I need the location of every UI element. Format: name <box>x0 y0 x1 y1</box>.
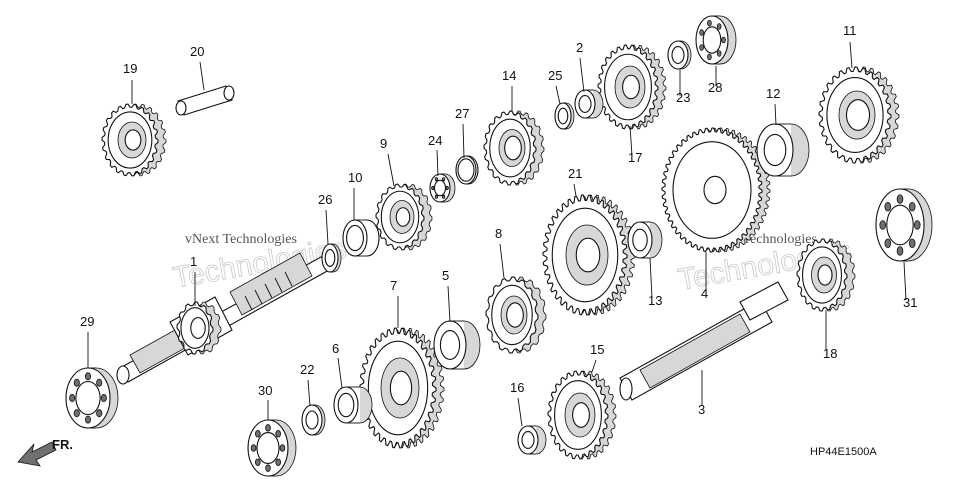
part-label-14: 14 <box>502 68 516 83</box>
part-label-30: 30 <box>258 383 272 398</box>
front-direction-arrow: FR. <box>17 437 73 467</box>
part-label-20: 20 <box>190 44 204 59</box>
leader-line-2 <box>579 57 585 93</box>
part-label-16: 16 <box>510 380 524 395</box>
bearing-31 <box>875 188 933 262</box>
leader-line-22 <box>307 379 311 407</box>
bearing-29 <box>65 367 119 429</box>
gear-17 <box>597 44 667 130</box>
part-label-4: 4 <box>701 286 708 301</box>
watermark-text-left: vNext Technologies <box>185 232 297 247</box>
washer-22 <box>301 404 326 436</box>
washer-23 <box>667 40 692 70</box>
leader-line-5 <box>447 285 451 323</box>
leader-line-12 <box>774 103 777 126</box>
part-label-21: 21 <box>568 166 582 181</box>
part-label-17: 17 <box>628 150 642 165</box>
bearing-24 <box>429 173 456 203</box>
part-label-29: 29 <box>80 314 94 329</box>
leader-line-11 <box>849 41 853 69</box>
gear-19 <box>101 103 167 177</box>
part-label-2: 2 <box>576 40 583 55</box>
gear-15 <box>547 370 617 460</box>
circlip-27 <box>455 155 479 185</box>
gear-14 <box>483 110 545 186</box>
part-label-5: 5 <box>442 268 449 283</box>
part-label-13: 13 <box>648 293 662 308</box>
part-label-26: 26 <box>318 192 332 207</box>
washer-26 <box>321 243 342 273</box>
part-label-8: 8 <box>495 226 502 241</box>
part-label-28: 28 <box>708 80 722 95</box>
bushing-10 <box>342 219 380 257</box>
gear-main-1 <box>176 301 222 355</box>
leader-line-27 <box>462 123 465 159</box>
part-label-12: 12 <box>766 86 780 101</box>
bushing-16 <box>517 425 547 455</box>
bushing-13 <box>627 221 663 259</box>
part-label-1: 1 <box>190 254 197 269</box>
diagram-code: HP44E1500A <box>810 446 877 458</box>
part-label-24: 24 <box>428 133 442 148</box>
leader-line-20 <box>199 61 205 91</box>
leader-line-9 <box>387 153 395 187</box>
bushing-2 <box>574 89 604 119</box>
gear-11 <box>818 66 900 164</box>
leader-line-31 <box>903 261 907 301</box>
part-label-23: 23 <box>676 90 690 105</box>
leader-line-8 <box>499 243 505 279</box>
leader-line-17 <box>629 125 633 157</box>
bushing-6 <box>333 386 373 424</box>
part-label-15: 15 <box>590 342 604 357</box>
gear-4 <box>661 127 771 253</box>
part-label-22: 22 <box>300 362 314 377</box>
leader-line-16 <box>517 397 523 427</box>
leader-line-6 <box>337 357 343 389</box>
leader-line-15 <box>591 359 597 373</box>
part-label-9: 9 <box>380 136 387 151</box>
gear-layer <box>101 44 900 460</box>
part-label-3: 3 <box>698 402 705 417</box>
ring-layer <box>65 15 933 477</box>
needle-bearing-12 <box>756 123 810 177</box>
part-label-31: 31 <box>903 295 917 310</box>
leader-line-26 <box>325 209 329 245</box>
part-label-27: 27 <box>455 106 469 121</box>
label-layer: 19 20 1 29 26 10 9 24 27 14 25 2 17 23 28 11 12 21 13 4 31 18… <box>80 23 917 427</box>
leader-line-21 <box>573 183 577 197</box>
bushing-5 <box>433 320 481 370</box>
front-label: FR. <box>52 437 73 452</box>
washer-25 <box>554 102 575 130</box>
part-label-6: 6 <box>332 341 339 356</box>
part-label-18: 18 <box>823 346 837 361</box>
leader-line-24 <box>436 149 439 177</box>
gear-9 <box>375 183 433 251</box>
gear-8 <box>485 276 547 354</box>
part-label-7: 7 <box>390 278 397 293</box>
gear-21 <box>542 194 636 316</box>
part-label-25: 25 <box>548 68 562 83</box>
gear-18 <box>796 238 856 312</box>
part-label-11: 11 <box>843 23 857 38</box>
part-label-19: 19 <box>123 61 137 76</box>
gear-7 <box>359 327 445 449</box>
part-label-10: 10 <box>348 170 362 185</box>
pin-20 <box>175 85 235 116</box>
bearing-28 <box>695 15 737 65</box>
leader-line-25 <box>555 85 561 105</box>
main-shaft-splines <box>244 271 293 311</box>
leader-line-13 <box>649 257 653 299</box>
shaft-3 <box>619 281 789 401</box>
bearing-30 <box>247 419 297 477</box>
